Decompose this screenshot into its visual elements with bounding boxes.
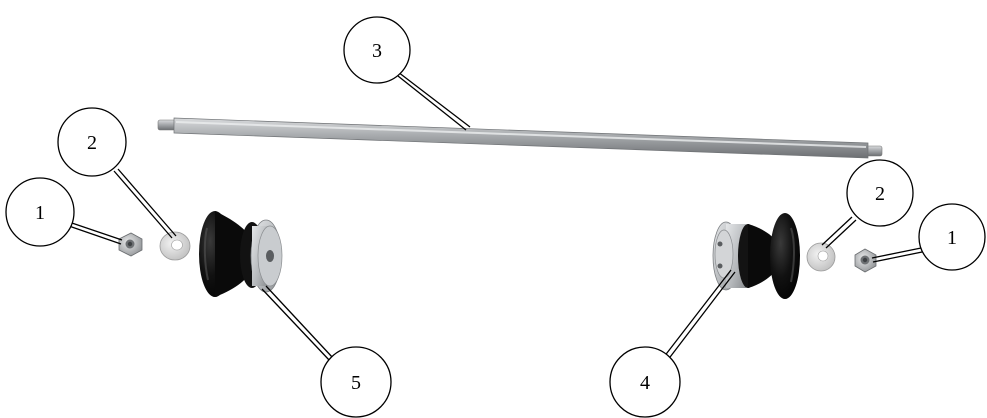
nut-left: [118, 232, 143, 257]
spool-left: [199, 211, 283, 297]
callout-4: 4: [609, 346, 681, 418]
callout-2-right: 2: [846, 159, 914, 227]
shaft: [157, 117, 883, 159]
washer-left: [159, 231, 191, 261]
callout-2-left: 2: [57, 107, 127, 177]
callout-label: 1: [947, 227, 957, 249]
callout-label: 3: [372, 40, 382, 62]
callout-label: 2: [875, 183, 885, 205]
washer-right: [806, 242, 836, 272]
leader-lines: [65, 71, 928, 366]
callout-label: 4: [640, 372, 650, 394]
callout-label: 2: [87, 132, 97, 154]
spool-right: [712, 213, 800, 299]
callout-3: 3: [343, 16, 411, 84]
callout-label: 5: [351, 372, 361, 394]
nut-right: [854, 248, 877, 273]
callout-1-right: 1: [918, 203, 986, 271]
callout-1-left: 1: [5, 177, 75, 247]
callout-5: 5: [320, 346, 392, 418]
callout-label: 1: [35, 202, 45, 224]
